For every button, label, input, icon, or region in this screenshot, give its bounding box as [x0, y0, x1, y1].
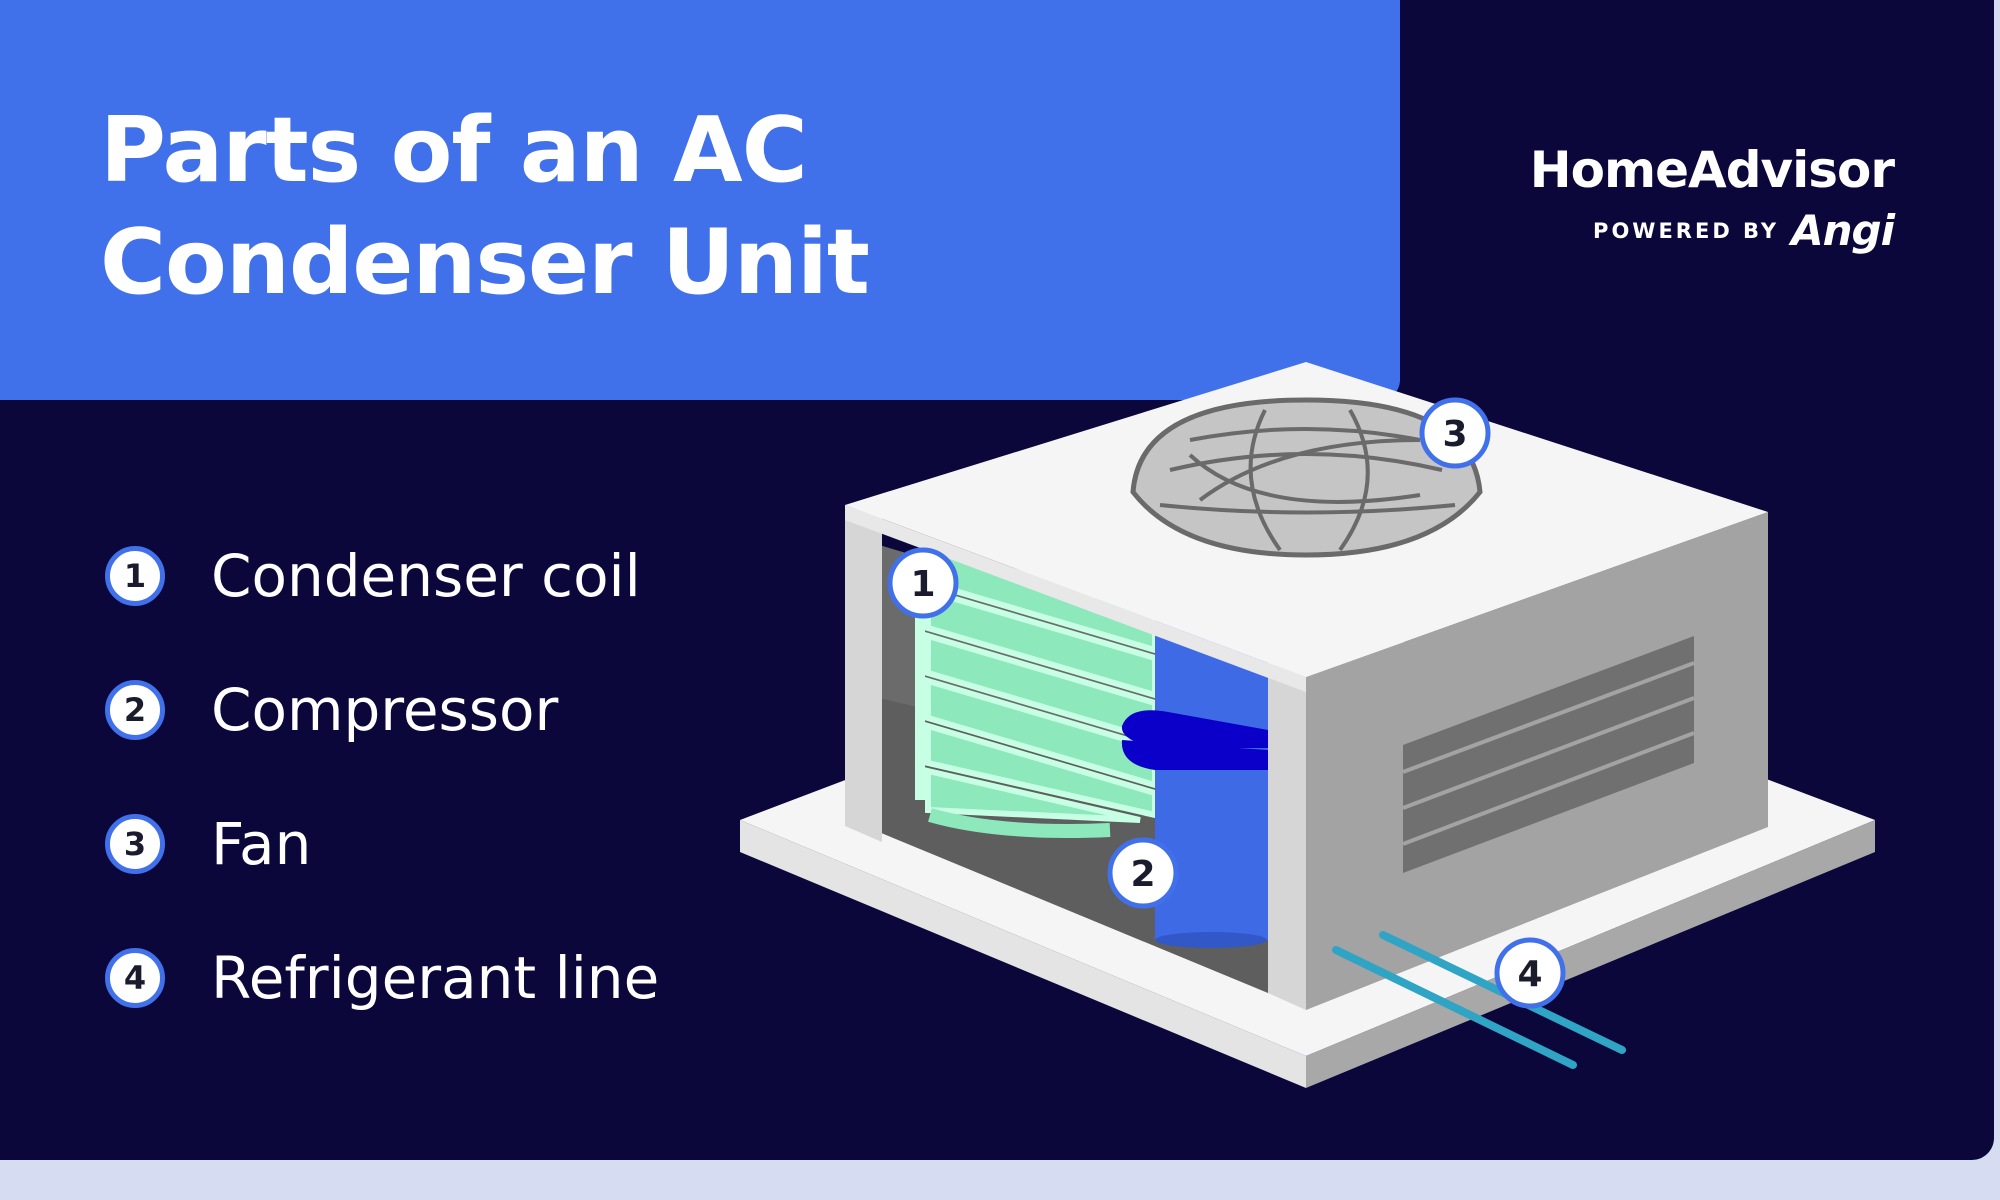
- infographic-panel: Parts of an AC Condenser Unit HomeAdviso…: [0, 0, 1994, 1160]
- legend-label: Condenser coil: [211, 542, 641, 610]
- legend-item-fan: 3 Fan: [105, 808, 659, 880]
- brand-name: HomeAdvisor: [1529, 141, 1895, 199]
- angi-logo: Angi: [1791, 206, 1895, 255]
- legend-label: Fan: [211, 810, 312, 878]
- legend-number-badge: 2: [105, 680, 165, 740]
- legend-label: Refrigerant line: [211, 944, 660, 1012]
- legend-item-condenser-coil: 1 Condenser coil: [105, 540, 659, 612]
- callout-badge: 3: [1419, 397, 1491, 469]
- callout-number: 3: [1442, 414, 1467, 455]
- title-banner: Parts of an AC Condenser Unit: [0, 0, 1400, 400]
- callout-number: 4: [1517, 954, 1542, 995]
- callout-badge: 2: [1107, 837, 1179, 909]
- brand-sub: POWERED BY Angi: [1530, 206, 1895, 255]
- unit-left-wall: [845, 505, 882, 842]
- fan-guard-wires: [1159, 409, 1456, 552]
- title-line-2: Condenser Unit: [100, 210, 870, 315]
- ac-condenser-illustration: 1 2 3 4: [740, 362, 1875, 1088]
- powered-by-text: POWERED BY: [1593, 218, 1780, 243]
- title-line-1: Parts of an AC: [100, 98, 808, 203]
- callout-number: 2: [1130, 854, 1155, 895]
- legend-number-badge: 3: [105, 814, 165, 874]
- callout-badge: 1: [887, 547, 959, 619]
- fan-dome: [1130, 397, 1483, 558]
- callout-number: 1: [910, 564, 935, 605]
- legend-item-refrigerant-line: 4 Refrigerant line: [105, 942, 659, 1014]
- legend-number-badge: 1: [105, 546, 165, 606]
- vent-grille: [1402, 636, 1695, 873]
- legend-label: Compressor: [211, 676, 559, 744]
- page-title: Parts of an AC Condenser Unit: [100, 95, 870, 319]
- parts-legend: 1 Condenser coil 2 Compressor 3 Fan 4 Re…: [105, 540, 659, 1076]
- legend-number-badge: 4: [105, 948, 165, 1008]
- callout-badge: 4: [1494, 937, 1566, 1009]
- legend-item-compressor: 2 Compressor: [105, 674, 659, 746]
- brand-logo: HomeAdvisor POWERED BY Angi: [1529, 141, 1895, 255]
